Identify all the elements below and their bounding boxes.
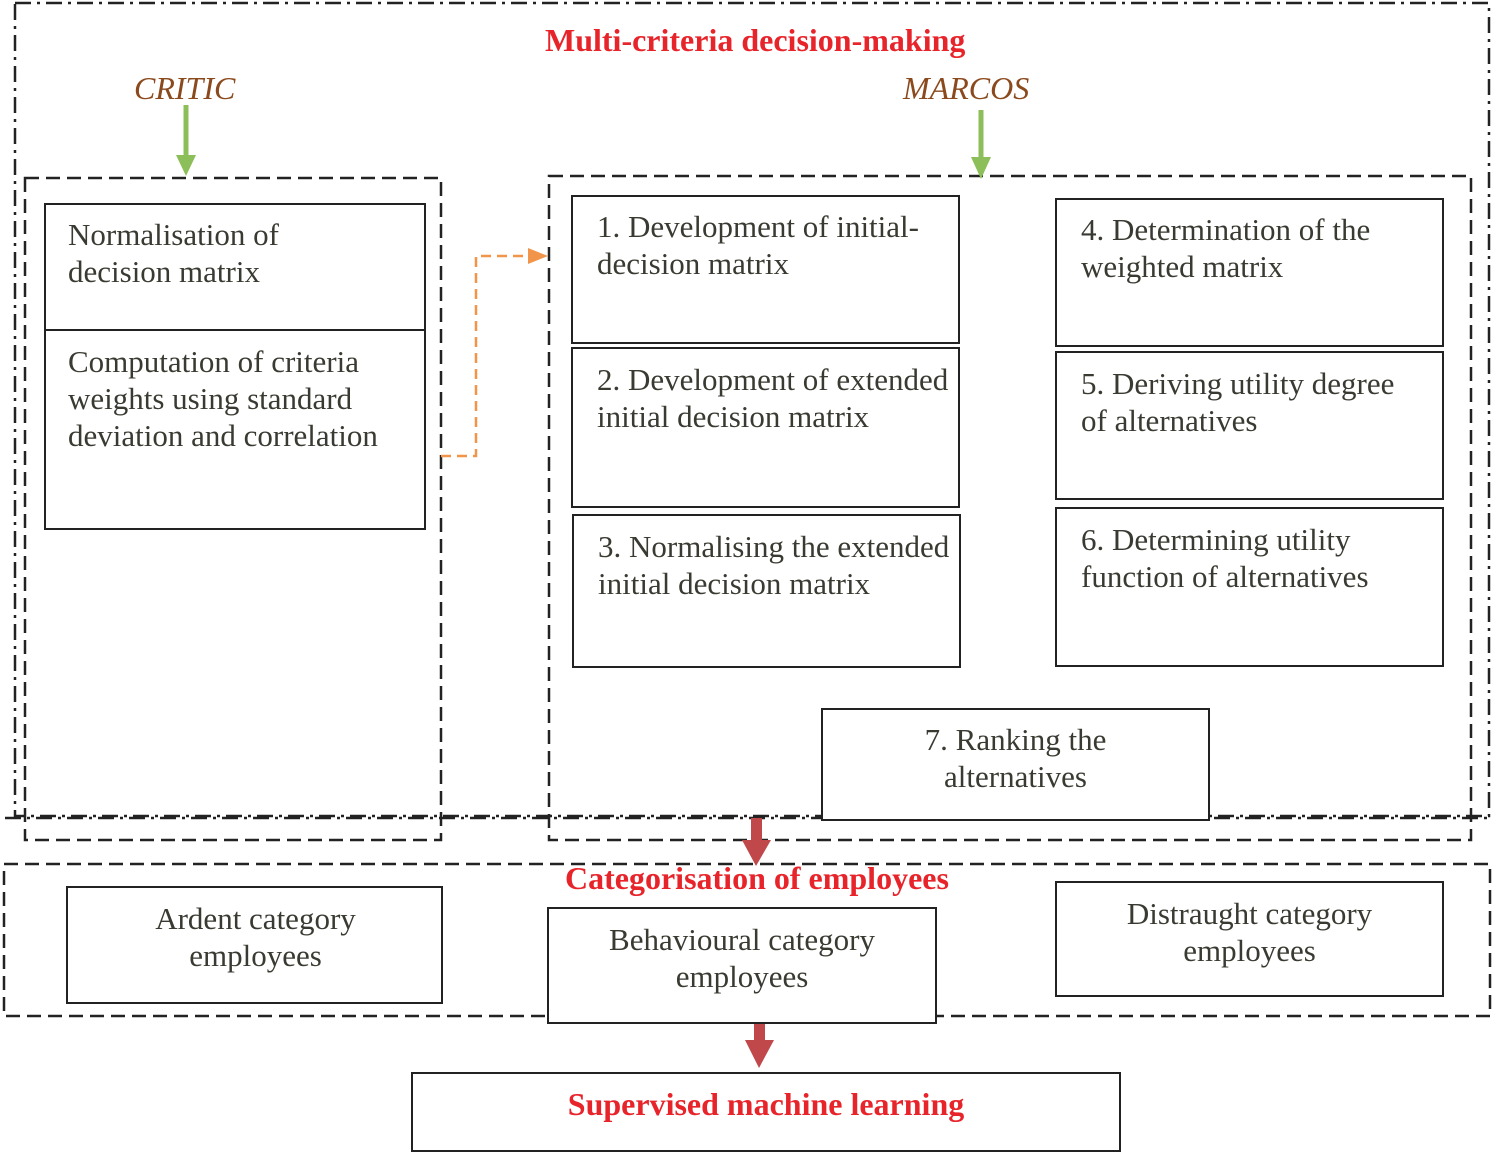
categorisation-title: Categorisation of employees <box>565 860 949 896</box>
marcos-step-5-label: 5. Deriving utility degree of alternativ… <box>1081 366 1395 438</box>
category-behavioural-label: Behavioural category employees <box>609 922 875 994</box>
marcos-step-6-label: 6. Determining utility function of alter… <box>1081 522 1369 594</box>
critic-step-weights-label: Computation of criteria weights using st… <box>68 344 378 453</box>
marcos-arrow-icon <box>971 110 991 179</box>
critic-arrow-icon <box>176 105 196 176</box>
category-distraught: Distraught category employees <box>1055 881 1444 997</box>
marcos-step-2: 2. Development of extended initial decis… <box>571 347 960 508</box>
marcos-step-7-label: 7. Ranking the alternatives <box>924 722 1107 794</box>
marcos-step-1-label: 1. Development of initial-decision matri… <box>597 209 919 281</box>
critic-label: CRITIC <box>134 70 236 106</box>
critic-step-weights: Computation of criteria weights using st… <box>44 329 426 530</box>
mcdm-frame <box>13 1 1491 818</box>
category-ardent-label: Ardent category employees <box>155 901 356 973</box>
to-categorisation-arrow-icon <box>742 818 771 866</box>
ml-box: Supervised machine learning <box>411 1072 1121 1152</box>
marcos-step-3: 3. Normalising the extended initial deci… <box>572 514 961 668</box>
marcos-step-1: 1. Development of initial-decision matri… <box>571 195 960 344</box>
marcos-step-6: 6. Determining utility function of alter… <box>1055 507 1444 667</box>
critic-step-normalisation-label: Normalisation of decision matrix <box>68 217 279 289</box>
marcos-step-4-label: 4. Determination of the weighted matrix <box>1081 212 1371 284</box>
category-behavioural: Behavioural category employees <box>547 907 937 1024</box>
marcos-step-5: 5. Deriving utility degree of alternativ… <box>1055 351 1444 500</box>
marcos-step-2-label: 2. Development of extended initial decis… <box>597 362 949 434</box>
critic-container <box>23 176 443 842</box>
critic-to-marcos-connector <box>441 248 548 458</box>
marcos-step-4: 4. Determination of the weighted matrix <box>1055 198 1444 347</box>
critic-step-normalisation: Normalisation of decision matrix <box>44 203 426 331</box>
marcos-container <box>547 174 1473 842</box>
ml-label: Supervised machine learning <box>567 1086 965 1122</box>
marcos-label: MARCOS <box>903 70 1030 106</box>
page-title: Multi-criteria decision-making <box>545 22 966 58</box>
category-ardent: Ardent category employees <box>66 886 443 1004</box>
marcos-step-3-label: 3. Normalising the extended initial deci… <box>598 529 950 601</box>
category-distraught-label: Distraught category employees <box>1126 896 1373 968</box>
marcos-step-7: 7. Ranking the alternatives <box>821 708 1210 821</box>
to-ml-arrow-icon <box>745 1016 774 1068</box>
